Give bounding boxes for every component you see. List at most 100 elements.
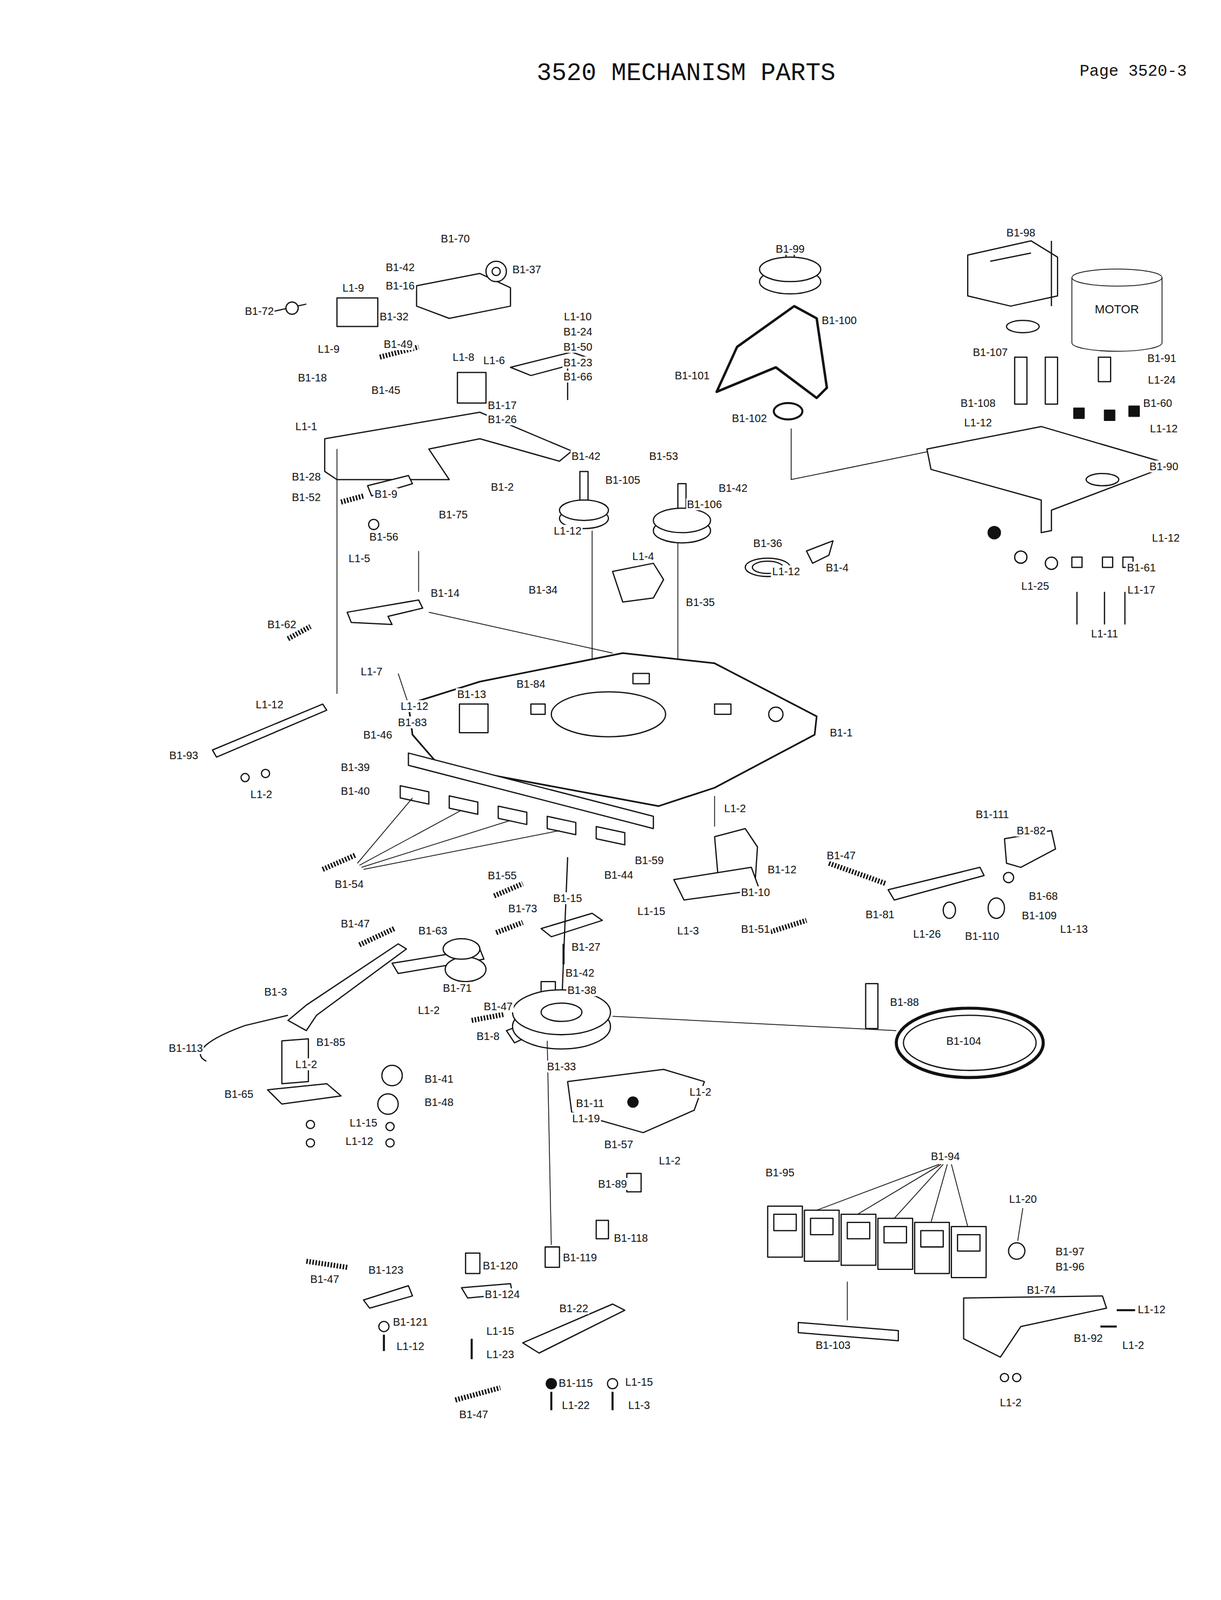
callout-number: L1-15: [636, 905, 667, 918]
callout-number: B1-74: [1025, 1284, 1057, 1297]
callout-number: B1-98: [1005, 226, 1037, 239]
callout-number: L1-12: [1149, 422, 1179, 435]
callout-number: B1-23: [562, 356, 594, 369]
callout-number: B1-22: [558, 1302, 589, 1315]
callout-number: B1-105: [604, 474, 642, 487]
callout-number: B1-75: [437, 508, 469, 521]
callout-number: B1-10: [739, 886, 771, 899]
callout-number: L1-9: [316, 343, 341, 356]
callout-number: B1-63: [417, 924, 449, 937]
callout-number: B1-36: [752, 537, 784, 550]
callout-number: B1-119: [561, 1251, 599, 1264]
callout-number: B1-50: [562, 340, 594, 353]
callout-number: B1-16: [384, 279, 416, 292]
callout-number: B1-73: [507, 902, 538, 915]
callout-number: B1-3: [263, 986, 288, 999]
callout-number: L1-15: [624, 1376, 654, 1389]
callout-number: B1-124: [483, 1288, 522, 1301]
callout-number: B1-2: [489, 481, 515, 494]
callout-number: L1-7: [359, 665, 384, 678]
callout-number: L1-12: [399, 700, 430, 713]
callout-number: B1-38: [566, 984, 597, 997]
callout-number: B1-103: [814, 1339, 852, 1352]
callout-number: B1-44: [602, 869, 634, 882]
callout-number: B1-47: [309, 1273, 340, 1286]
callout-number: B1-88: [889, 996, 921, 1009]
callout-number: L1-12: [344, 1135, 374, 1148]
callout-number: B1-42: [570, 450, 602, 463]
callout-number: L1-26: [911, 928, 942, 941]
callout-number: B1-47: [825, 849, 857, 862]
callout-number: B1-68: [1027, 890, 1059, 903]
callout-number: L1-12: [552, 524, 583, 537]
callout-number: B1-91: [1146, 352, 1178, 365]
callout-number: B1-60: [1141, 397, 1173, 410]
callout-number: B1-89: [596, 1178, 628, 1191]
callout-number: L1-2: [294, 1058, 319, 1071]
callout-number: B1-48: [423, 1096, 455, 1109]
callout-number: B1-32: [378, 310, 410, 323]
callout-number: B1-55: [486, 869, 518, 882]
callout-number: B1-101: [673, 369, 712, 382]
callout-number: B1-99: [774, 243, 806, 255]
callout-number: L1-10: [562, 310, 593, 323]
callout-number: B1-41: [423, 1073, 455, 1086]
callout-number: B1-1: [828, 726, 854, 739]
callout-number: B1-45: [370, 384, 402, 397]
callout-number: B1-100: [820, 314, 858, 327]
callout-number: B1-83: [396, 716, 428, 729]
callout-number: L1-17: [1126, 583, 1157, 596]
callout-number: L1-12: [395, 1340, 426, 1353]
callout-number: L1-4: [631, 550, 655, 563]
callout-number: L1-1: [294, 420, 319, 433]
callout-number: L1-19: [570, 1112, 601, 1125]
motor-label: MOTOR: [1069, 303, 1165, 316]
callout-number: L1-25: [1020, 580, 1050, 593]
callout-number: B1-37: [511, 263, 543, 276]
callout-number: B1-62: [266, 618, 298, 631]
callout-number: B1-40: [339, 785, 371, 798]
callout-number: L1-12: [962, 416, 993, 429]
callout-number: B1-72: [243, 305, 275, 318]
callout-number: B1-70: [440, 232, 471, 245]
page-number: Page 3520-3: [1078, 62, 1188, 81]
callout-number: B1-13: [456, 688, 488, 701]
callout-number: B1-54: [333, 878, 365, 891]
callout-number: B1-115: [557, 1377, 594, 1390]
callout-number: L1-2: [416, 1004, 441, 1017]
callout-number: L1-6: [482, 354, 507, 367]
callout-number: B1-94: [929, 1150, 961, 1163]
callout-number: B1-82: [1015, 824, 1047, 837]
callout-number: B1-113: [167, 1042, 205, 1055]
callout-number: L1-12: [254, 698, 285, 711]
callout-number: B1-120: [481, 1259, 520, 1272]
callout-number: L1-2: [723, 802, 747, 815]
callout-number: L1-11: [1090, 627, 1120, 640]
callout-number: B1-102: [730, 412, 768, 425]
callout-number: L1-22: [560, 1399, 591, 1412]
callout-number: L1-2: [657, 1154, 682, 1167]
callout-number: B1-46: [362, 729, 393, 741]
callout-number: B1-61: [1125, 561, 1157, 574]
diagram-title: 3520 MECHANISM PARTS: [536, 61, 836, 87]
callout-number: B1-14: [429, 587, 461, 600]
callout-number: B1-109: [1020, 909, 1059, 922]
callout-number: L1-2: [1121, 1339, 1146, 1352]
callout-number: B1-47: [482, 1000, 514, 1013]
callout-number: B1-97: [1054, 1245, 1086, 1258]
callout-number: B1-47: [339, 917, 371, 930]
callout-number: B1-35: [684, 596, 716, 609]
callout-number: B1-4: [824, 561, 850, 574]
callout-number: L1-23: [485, 1348, 516, 1361]
callout-number: B1-108: [959, 397, 997, 410]
callout-number: B1-47: [458, 1408, 490, 1421]
callout-number: B1-65: [223, 1088, 255, 1101]
callout-number: B1-90: [1148, 460, 1180, 473]
callout-number: B1-9: [373, 488, 399, 501]
callout-number: L1-2: [688, 1086, 713, 1099]
callout-number: L1-8: [451, 351, 476, 364]
callout-number: L1-3: [627, 1399, 652, 1412]
callout-number: B1-28: [290, 470, 322, 483]
callout-number: L1-24: [1146, 373, 1177, 386]
callout-number: L1-5: [347, 552, 372, 565]
